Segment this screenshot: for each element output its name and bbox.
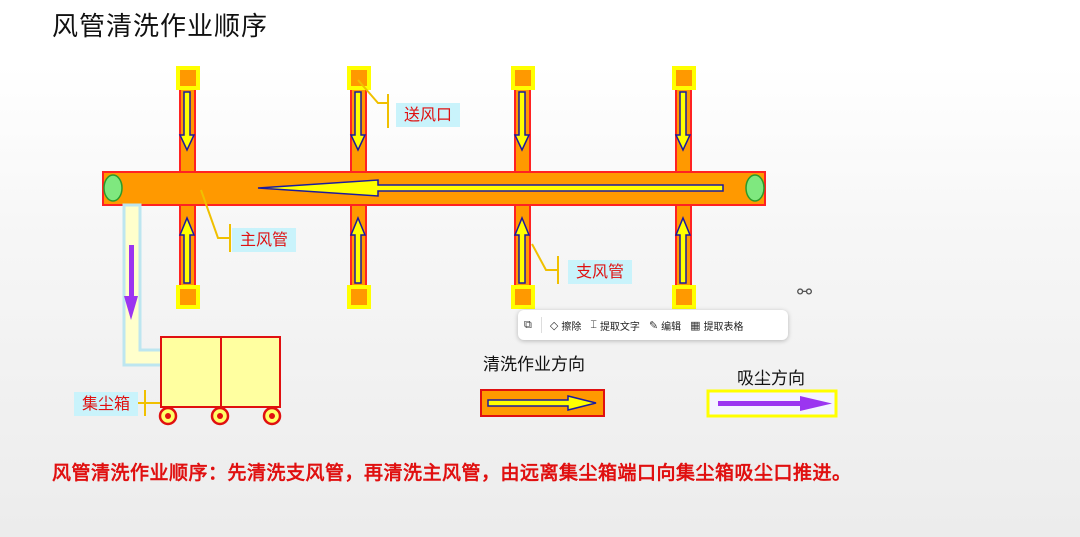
edit-button[interactable]: ✎ 编辑 <box>649 318 681 333</box>
erase-button[interactable]: ◇ 擦除 <box>550 318 581 333</box>
supply-outlet <box>347 66 371 90</box>
extract-text-button[interactable]: ⌶ 提取文字 <box>590 318 640 333</box>
legend-cleaning-direction-label: 清洗作业方向 <box>483 355 585 375</box>
toolbar-divider <box>540 317 542 333</box>
suction-arrow <box>124 245 138 320</box>
extract-text-label: 提取文字 <box>599 321 640 333</box>
label-supply-outlet: 送风口 <box>396 103 461 127</box>
label-dust-box: 集尘箱 <box>74 392 139 416</box>
branch-duct-lower-3 <box>511 204 535 309</box>
text-extract-icon: ⌶ <box>590 318 597 331</box>
legend-suction-direction-swatch <box>706 389 838 418</box>
supply-outlet <box>511 66 535 90</box>
supply-outlet <box>511 285 535 309</box>
copy-image-button[interactable]: ⧉ <box>524 318 532 332</box>
table-icon: ▦ <box>690 318 701 332</box>
branch-duct-upper-3 <box>511 66 535 173</box>
branch-duct-upper-4 <box>672 66 696 173</box>
pencil-icon: ✎ <box>648 318 659 332</box>
branch-duct-upper-1 <box>176 66 200 173</box>
eraser-icon: ◇ <box>549 318 559 332</box>
supply-outlet <box>347 285 371 309</box>
legend-cleaning-direction-swatch <box>480 389 605 417</box>
legend-suction-direction-label: 吸尘方向 <box>737 369 805 389</box>
leader-lines <box>137 79 559 416</box>
extract-table-button[interactable]: ▦ 提取表格 <box>690 318 743 333</box>
floating-toolbar: ⧉ ◇ 擦除 ⌶ 提取文字 ✎ 编辑 ▦ 提取表格 <box>518 310 788 340</box>
copy-icon: ⧉ <box>524 318 532 331</box>
branch-duct-lower-4 <box>672 204 696 309</box>
label-branch-duct: 支风管 <box>568 260 633 284</box>
duct-opening-left <box>103 174 123 202</box>
main-duct-cleaning-arrow <box>257 179 724 197</box>
supply-outlet <box>176 285 200 309</box>
suction-pipe <box>122 203 164 367</box>
erase-label: 擦除 <box>561 321 582 333</box>
link-icon[interactable]: ⚯ <box>797 282 813 303</box>
main-duct <box>102 171 766 206</box>
label-main-duct: 主风管 <box>232 228 297 252</box>
supply-outlet <box>672 66 696 90</box>
branch-duct-lower-1 <box>176 204 200 309</box>
dust-box <box>158 336 282 426</box>
duct-opening-right <box>745 174 765 202</box>
supply-outlet <box>672 285 696 309</box>
page-title: 风管清洗作业顺序 <box>52 12 269 42</box>
branch-duct-upper-2 <box>347 66 371 173</box>
procedure-note: 风管清洗作业顺序：先清洗支风管，再清洗主风管，由远离集尘箱端口向集尘箱吸尘口推进… <box>52 462 852 484</box>
branch-duct-lower-2 <box>347 204 371 309</box>
extract-table-label: 提取表格 <box>703 321 744 333</box>
edit-label: 编辑 <box>661 321 682 333</box>
supply-outlet <box>176 66 200 90</box>
